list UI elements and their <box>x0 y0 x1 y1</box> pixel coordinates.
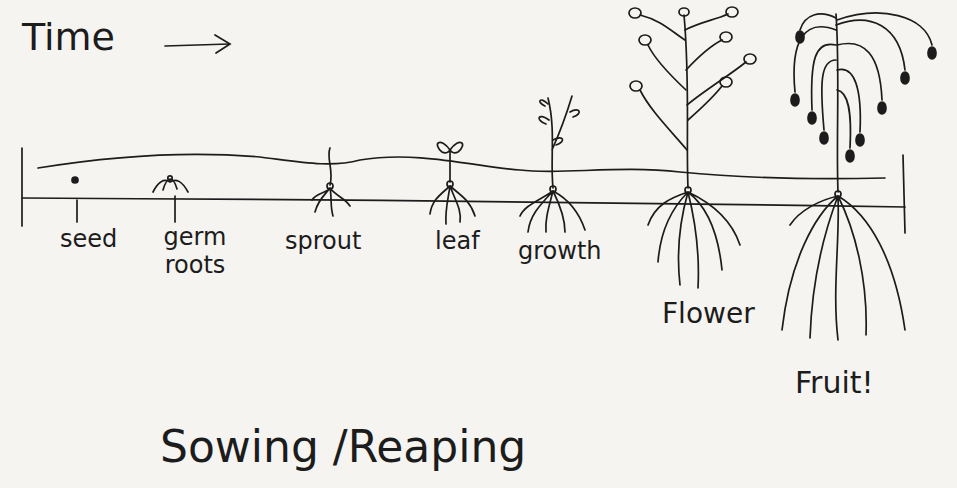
fruit <box>856 134 864 146</box>
seed-dot <box>72 177 78 183</box>
flower-head <box>744 54 756 64</box>
leader-line <box>76 200 78 222</box>
fruit <box>791 94 799 106</box>
arrow-head <box>215 35 230 53</box>
leaf-roots <box>430 186 475 224</box>
stage-label: Fruit! <box>795 366 874 401</box>
stage-label: Flower <box>662 298 755 330</box>
stage-label: leaf <box>435 228 480 256</box>
leader-line <box>174 196 176 222</box>
flower-head <box>679 8 689 16</box>
start-bar <box>21 148 23 226</box>
growth-stem <box>548 96 572 188</box>
fruit-roots <box>782 196 905 340</box>
flower-roots <box>648 192 740 288</box>
diagram-title: Sowing /Reaping <box>160 422 526 473</box>
flower-head <box>630 81 642 91</box>
flower-head <box>726 7 738 17</box>
soil-surface <box>38 154 885 178</box>
flower-branches <box>640 14 746 150</box>
stage-label: seed <box>60 226 117 254</box>
flower-heads <box>629 7 756 91</box>
axis-label: Time <box>22 16 115 60</box>
time-arrow <box>165 44 229 46</box>
fruit <box>846 150 854 162</box>
flower-head <box>720 77 732 87</box>
fruit <box>808 112 816 124</box>
growth-leaves <box>539 100 579 145</box>
sprout-stem <box>329 148 331 185</box>
germ-roots <box>153 180 188 192</box>
leaf <box>437 142 450 152</box>
fruits <box>791 31 936 162</box>
growth-roots <box>520 191 585 232</box>
fruit <box>796 31 804 43</box>
fruit-branches <box>794 13 932 148</box>
sprout-roots <box>312 188 350 216</box>
stage-label: germ roots <box>150 224 240 279</box>
germ-seed <box>168 176 172 180</box>
ink-drawing <box>22 7 936 340</box>
stage-label: growth <box>518 238 602 266</box>
fruit-stem <box>836 14 838 192</box>
leaf <box>450 142 463 152</box>
flower-head <box>629 8 641 18</box>
flower-stem <box>684 15 688 188</box>
ground-line <box>22 198 905 207</box>
leaf-stem <box>449 150 451 182</box>
flower-head <box>639 35 651 45</box>
fruit <box>820 132 828 144</box>
fruit <box>928 47 936 59</box>
fruit <box>878 102 886 114</box>
flower-head <box>720 32 732 42</box>
fruit <box>901 72 909 84</box>
stage-label: sprout <box>285 228 361 256</box>
end-bar <box>903 155 905 233</box>
